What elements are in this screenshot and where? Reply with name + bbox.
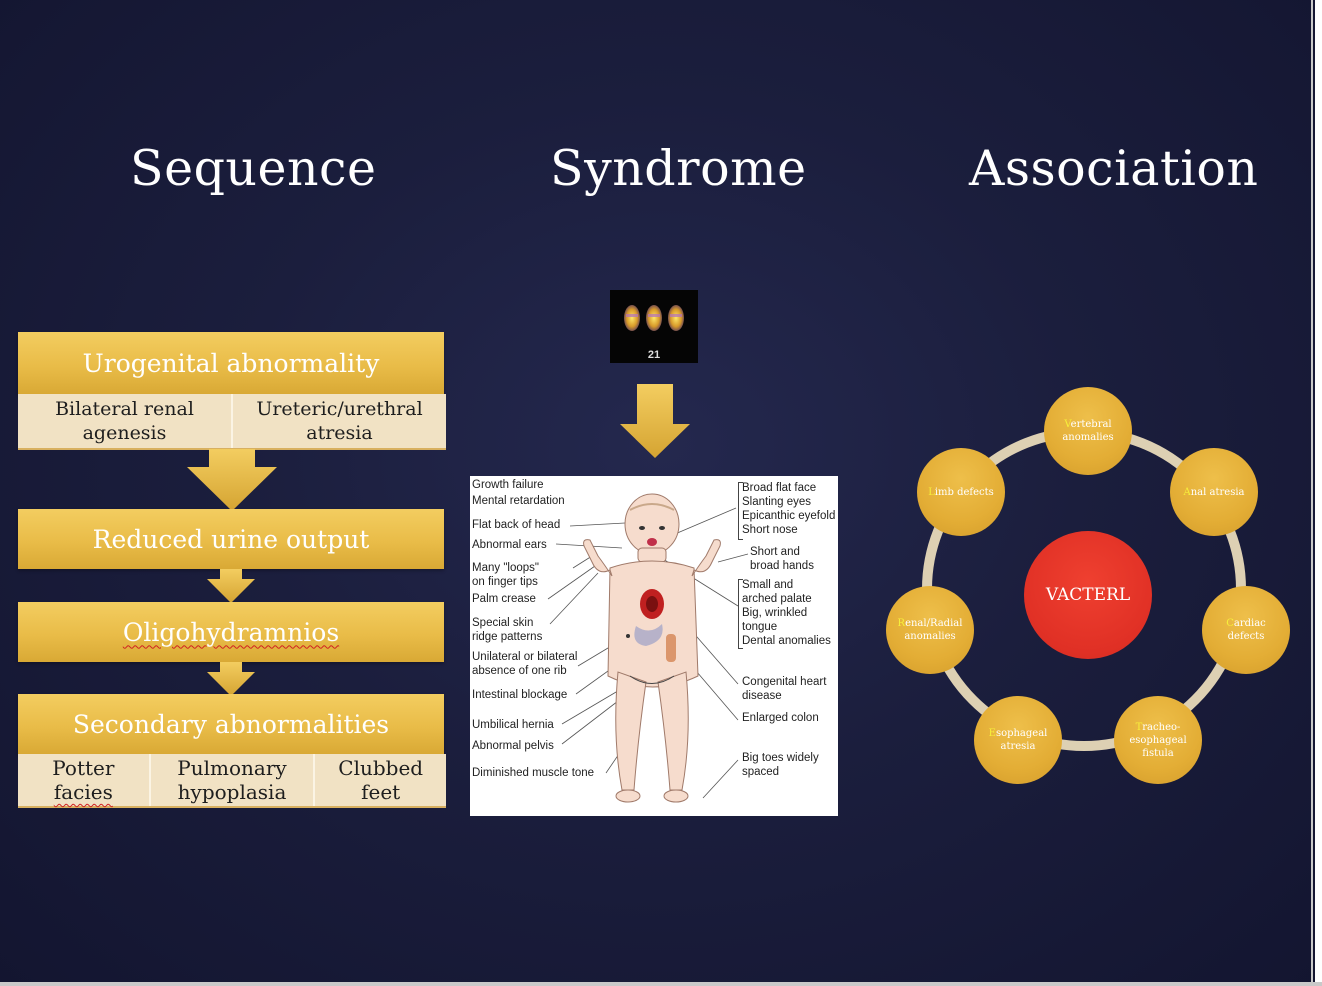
vacterl-center-label: VACTERL — [1045, 585, 1131, 605]
label-broad-flat-face: Broad flat face — [742, 482, 817, 494]
window-bottom-edge — [0, 982, 1322, 986]
label-unilateral-or-bilateral: Unilateral or bilateral — [472, 651, 578, 663]
label-slanting-eyes: Slanting eyes — [742, 496, 812, 508]
label-umbilical-hernia: Umbilical hernia — [472, 719, 554, 731]
anal-initial: A — [1183, 486, 1191, 498]
anal-rest: nal atresia — [1190, 486, 1245, 498]
label-arched-palate: arched palate — [742, 593, 812, 605]
label-abnormal-pelvis: Abnormal pelvis — [472, 740, 554, 752]
label-disease: disease — [742, 690, 782, 702]
sequence-arrow-2 — [207, 569, 255, 603]
subitem-ureteric-urethral-atresia: Ureteric/urethral atresia — [256, 398, 423, 444]
cardiac-rest: ardiac defects — [1227, 618, 1266, 642]
secondary-abnormalities-title: Secondary abnormalities — [72, 709, 390, 739]
renal-initial: R — [897, 618, 906, 629]
vertebral-initial: V — [1064, 419, 1071, 430]
label-short-and: Short and — [750, 546, 800, 558]
label-spaced: spaced — [742, 766, 780, 778]
label-small-and: Small and — [742, 579, 794, 591]
urogenital-abnormality-box: Urogenital abnormality — [18, 332, 444, 394]
tracheo-esophageal-fistula-node: Tracheo-esophageal fistula — [1114, 696, 1202, 784]
oligohydramnios-title: Oligohydramnios — [122, 617, 340, 647]
baby-figure-icon — [547, 493, 749, 803]
subitem-bilateral-renal-agenesis: Bilateral renal agenesis — [18, 394, 233, 448]
potter-facies-spellcheck: facies — [53, 780, 113, 804]
label-enlarged-colon: Enlarged colon — [742, 712, 819, 724]
anal-atresia-node: Anal atresia — [1170, 448, 1258, 536]
right-bracket-face — [738, 482, 743, 540]
window-edge-margin — [1315, 0, 1322, 986]
label-flat-back-of-head: Flat back of head — [472, 519, 561, 531]
reduced-urine-output-title: Reduced urine output — [92, 524, 370, 554]
label-tongue: tongue — [742, 621, 778, 633]
syndrome-heading: Syndrome — [550, 140, 807, 197]
vertebral-anomalies-node: Vertebral anomalies — [1044, 387, 1132, 475]
reduced-urine-output-box: Reduced urine output — [18, 509, 444, 569]
limb-defects-node: Limb defects — [917, 448, 1005, 536]
label-congenital-heart: Congenital heart — [742, 676, 827, 688]
label-diminished-muscle-tone: Diminished muscle tone — [472, 767, 595, 779]
label-mental-retardation: Mental retardation — [472, 495, 565, 507]
label-growth-failure: Growth failure — [472, 479, 544, 491]
cardiac-initial: C — [1226, 618, 1234, 629]
oligohydramnios-box: Oligohydramnios — [18, 602, 444, 662]
association-heading: Association — [969, 140, 1259, 197]
sequence-heading: Sequence — [130, 140, 377, 197]
subitem-pulmonary-hypoplasia: Pulmonary hypoplasia — [151, 754, 316, 806]
subitem-potter-facies: Potter facies — [18, 754, 151, 806]
label-special-skin: Special skin — [472, 617, 534, 629]
secondary-subitems: Potter facies Pulmonary hypoplasia Clubb… — [18, 754, 446, 808]
renal-radial-anomalies-node: Renal/Radial anomalies — [886, 586, 974, 674]
chromosome-21-karyotype-image: 21 — [610, 290, 698, 363]
esophageal-rest: sophageal atresia — [995, 728, 1048, 752]
limb-rest: imb defects — [934, 486, 994, 498]
secondary-abnormalities-box: Secondary abnormalities — [18, 694, 444, 754]
urogenital-abnormality-title: Urogenital abnormality — [82, 348, 380, 378]
window-edge-line — [1311, 0, 1313, 986]
label-abnormal-ears: Abnormal ears — [472, 539, 547, 551]
cardiac-defects-node: Cardiac defects — [1202, 586, 1290, 674]
label-epicanthic-eyefold: Epicanthic eyefold — [742, 510, 836, 522]
label-short-nose: Short nose — [742, 524, 798, 536]
urogenital-subitems: Bilateral renal agenesis Ureteric/urethr… — [18, 394, 446, 450]
label-ridge-patterns: ridge patterns — [472, 631, 543, 643]
renal-rest: enal/Radial anomalies — [904, 618, 963, 642]
vacterl-center-circle: VACTERL — [1024, 531, 1152, 659]
right-bracket-mouth — [738, 579, 743, 649]
label-intestinal-blockage: Intestinal blockage — [472, 689, 568, 701]
label-palm-crease: Palm crease — [472, 593, 536, 605]
label-absence-of-one-rib: absence of one rib — [472, 665, 567, 677]
label-on-finger-tips: on finger tips — [472, 576, 538, 588]
esophageal-atresia-node: Esophageal atresia — [974, 696, 1062, 784]
subitem-clubbed-feet: Clubbed feet — [338, 756, 424, 804]
sequence-arrow-1 — [187, 449, 277, 511]
karyotype-label: 21 — [648, 349, 660, 361]
sequence-arrow-3 — [207, 662, 255, 696]
chromosome-icon: 21 — [624, 305, 684, 361]
potter-facies-text: Potter facies — [52, 756, 115, 804]
label-broad-hands: broad hands — [750, 560, 814, 572]
label-dental-anomalies: Dental anomalies — [742, 635, 831, 647]
tracheo-initial: T — [1135, 721, 1143, 733]
label-many-loops: Many "loops" — [472, 562, 539, 574]
limb-initial: L — [928, 486, 935, 498]
vertebral-rest: ertebral anomalies — [1062, 419, 1114, 443]
label-big-toes-widely: Big toes widely — [742, 752, 819, 764]
label-big-wrinkled: Big, wrinkled — [742, 607, 808, 619]
syndrome-arrow — [620, 384, 690, 458]
esophageal-initial: E — [988, 728, 996, 739]
tracheo-rest: racheo-esophageal fistula — [1129, 721, 1187, 759]
down-syndrome-features-illustration: Growth failure Mental retardation Flat b… — [470, 476, 838, 816]
